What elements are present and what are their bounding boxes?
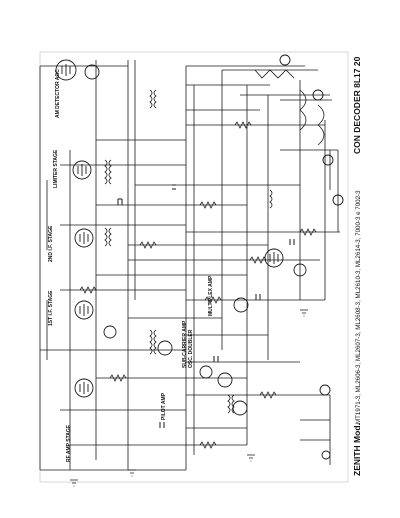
multiplex-amp-tube [233,297,249,313]
title-block: ZENITH Mod. MT1971-3, ML2606-3, ML2607-3… [352,56,362,476]
pilot-amp-tube [232,400,248,416]
stage-label-rf-amp: RF AMP STAGE [66,424,72,462]
title-models: MT1971-3, ML2606-3, ML2607-3, ML2608-3, … [355,190,362,424]
am-detector-tube [55,59,77,81]
stage-label-am-detector-agc: AM DETECTOR AGC [55,69,61,118]
sub-carrier-amp-tube [217,372,233,388]
stage-label-osc-doubler: OSC. DOUBLER [188,329,194,368]
schematic-wiring [39,51,349,487]
title-suffix: CON DECODER 8L17 20 [352,56,362,154]
stage-label-sub-carrier-amp: SUB-CARRIER AMP [182,320,188,368]
second-if-tube [74,228,94,248]
title-prefix: ZENITH Mod. [352,423,362,476]
stage-label-1st-if: 1ST I.F. STAGE [48,290,54,326]
rf-amp-tube [74,378,94,398]
first-if-tube [74,300,94,320]
stage-label-limiter: LIMITER STAGE [53,149,59,188]
active-devices [55,54,344,460]
stage-label-pilot-amp: PILOT AMP [161,392,167,420]
stage-label-multiplex-amp: MULTIPLEX AMP [208,275,214,316]
limiter-tube [72,160,92,180]
stage-label-2nd-if: 2ND I.F. STAGE [48,225,54,262]
